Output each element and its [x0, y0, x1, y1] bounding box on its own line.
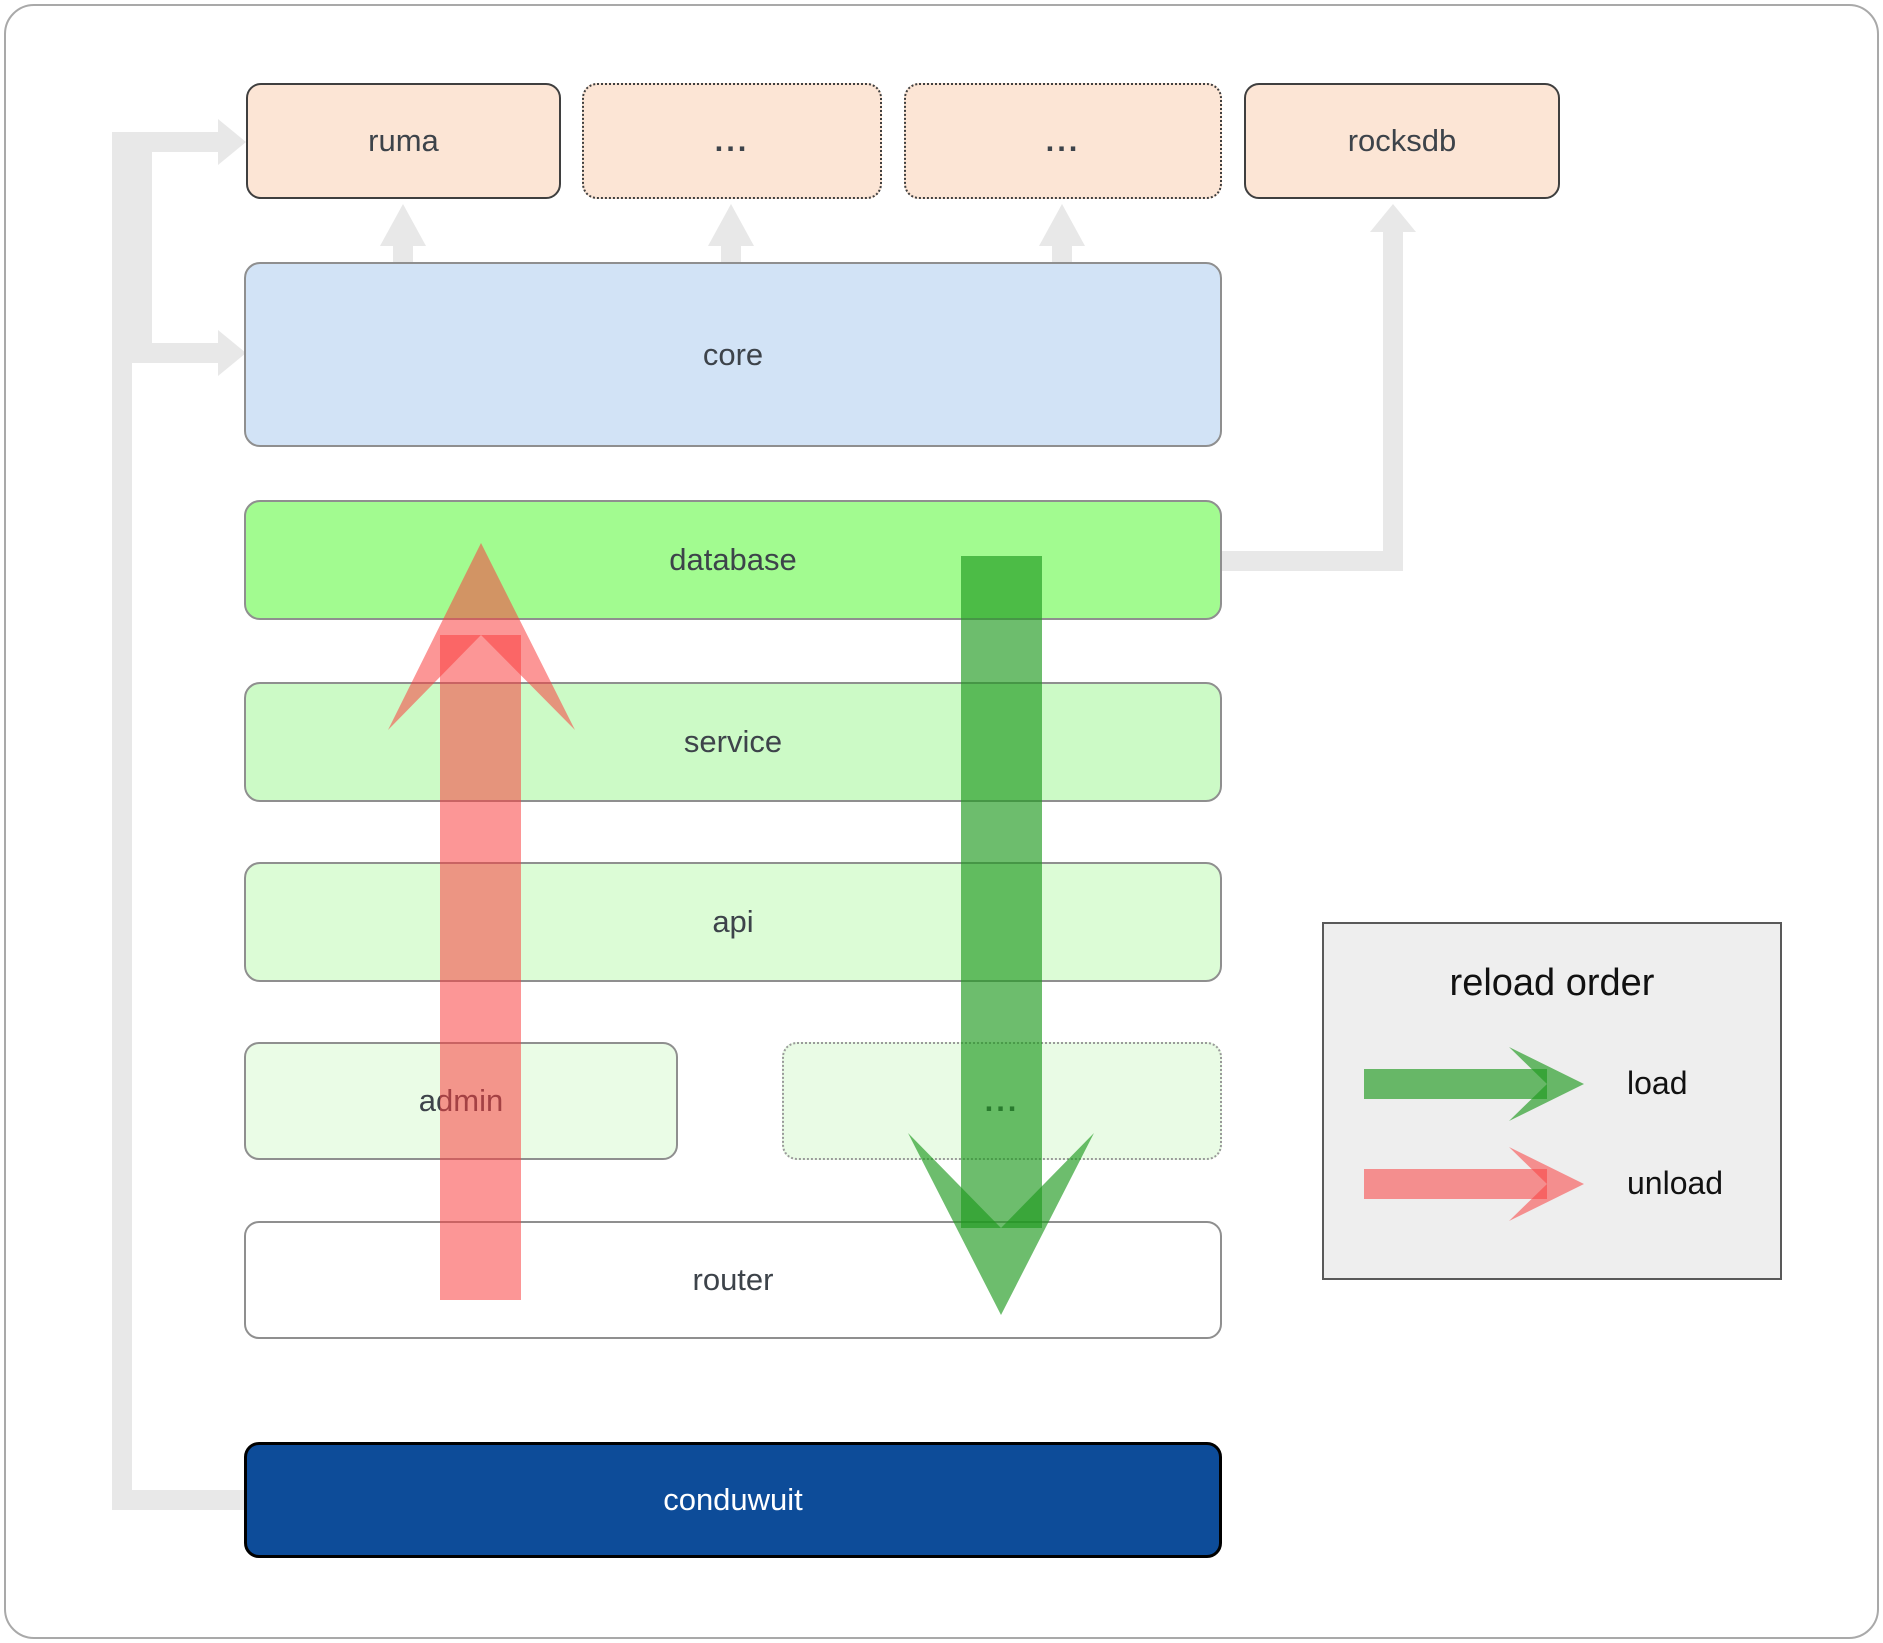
core-to-crates-a-arrow-icon — [708, 204, 754, 246]
box-rocksdb: rocksdb — [1244, 83, 1560, 199]
core-to-crates-b-arrow-body — [1052, 242, 1072, 264]
legend-title: reload order — [1449, 962, 1655, 1004]
core-to-crates-b-arrow-icon — [1039, 204, 1085, 246]
load-arrow — [908, 556, 1094, 1315]
load-arrow-body — [961, 556, 1042, 1228]
box-crates-a-label: ... — [714, 123, 750, 158]
box-conduwuit: conduwuit — [244, 1442, 1222, 1558]
ruma-arrowhead-icon — [218, 119, 246, 165]
box-core-label: core — [702, 336, 764, 372]
unload-arrowhead-icon — [388, 543, 575, 730]
box-rocksdb-label: rocksdb — [1347, 123, 1457, 158]
legend-arrows — [1364, 1047, 1584, 1221]
box-service-label: service — [683, 724, 783, 759]
database-to-rocksdb-connector — [1222, 230, 1403, 571]
core-arrowhead-icon — [218, 330, 246, 376]
legend-unload-label: unload — [1627, 1165, 1724, 1201]
conduwuit-to-core-connector — [132, 142, 220, 363]
unload-arrow — [388, 543, 575, 1300]
legend-unload-arrow-icon — [1364, 1147, 1584, 1221]
load-arrowhead-icon — [908, 1133, 1094, 1315]
box-crates-b: ... — [904, 83, 1222, 199]
box-router-label: router — [692, 1262, 774, 1297]
core-to-crates-a-arrow-body — [721, 242, 741, 264]
box-crates-b-label: ... — [1045, 123, 1081, 158]
box-crates-a: ... — [582, 83, 882, 199]
conduwuit-to-ruma-connector — [112, 132, 244, 1510]
box-api-label: api — [712, 904, 754, 939]
core-to-ruma-arrow-body — [393, 242, 413, 264]
rocksdb-arrowhead-icon — [1370, 204, 1416, 232]
core-to-ruma-arrow-icon — [380, 204, 426, 246]
box-conduwuit-label: conduwuit — [663, 1482, 803, 1517]
box-core: core — [244, 262, 1222, 447]
unload-arrow-body — [440, 635, 521, 1300]
legend-load-arrow-icon — [1364, 1047, 1584, 1121]
box-database-label: database — [669, 542, 797, 577]
legend: reload order load unload — [1322, 922, 1782, 1280]
box-router: router — [244, 1221, 1222, 1339]
legend-load-label: load — [1627, 1065, 1688, 1101]
box-api: api — [244, 862, 1222, 982]
box-ruma: ruma — [246, 83, 561, 199]
box-ruma-label: ruma — [368, 123, 439, 158]
box-database: database — [244, 500, 1222, 620]
